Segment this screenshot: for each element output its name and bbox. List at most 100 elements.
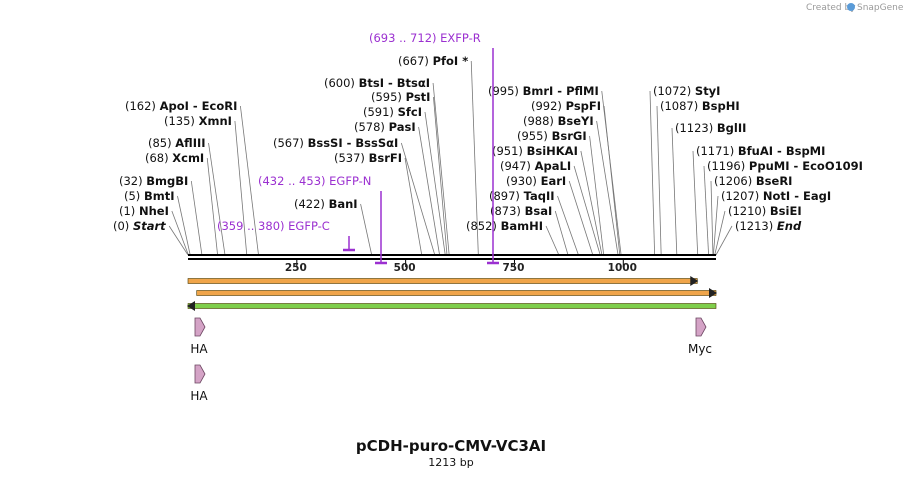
enzyme-name: BssSI (308, 136, 343, 150)
feature-ha[interactable]: HA (190, 317, 208, 356)
restriction-site[interactable]: (567) BssSI - BssSαI (273, 136, 398, 150)
restriction-site[interactable]: (135) XmnI (164, 114, 232, 128)
restriction-site[interactable]: (162) ApoI - EcoRI (125, 99, 237, 113)
restriction-site[interactable]: (897) TaqII (489, 189, 555, 203)
enzyme-name: End (777, 219, 802, 233)
enzyme-name-2: - PflMI (553, 84, 598, 98)
orf-arrow[interactable] (187, 301, 717, 311)
site-position: (537) (334, 151, 369, 165)
site-label: (1213) End (735, 219, 802, 233)
site-labels: (0) Start(1) NheI(5) BmtI(32) BmgBI (68) … (113, 54, 863, 233)
enzyme-name: BsaI (525, 204, 553, 218)
restriction-site[interactable]: (591) SfcI (363, 105, 422, 119)
restriction-site[interactable]: (68) XcmI (145, 151, 204, 165)
restriction-site[interactable]: (1) NheI (119, 204, 169, 218)
restriction-site[interactable]: (930) EarI (506, 174, 566, 188)
restriction-site[interactable]: (537) BsrFI (334, 151, 402, 165)
restriction-site[interactable]: (1072) StyI (653, 84, 720, 98)
primer-label: (432 .. 453) EGFP-N (258, 174, 371, 188)
cut-line (580, 150, 603, 256)
site-label: (995) BmrI - PflMI (488, 84, 599, 98)
orf-bar (187, 303, 717, 309)
ruler-tick-label: 1000 (608, 262, 637, 274)
restriction-site[interactable]: (578) PasI (354, 120, 416, 134)
feature-myc[interactable]: Myc (688, 317, 712, 356)
orf-arrow[interactable] (196, 288, 717, 298)
restriction-site[interactable]: (995) BmrI - PflMI (488, 84, 599, 98)
orf-arrow[interactable] (187, 276, 699, 286)
site-position: (595) (371, 90, 406, 104)
cut-line (692, 150, 699, 256)
site-position: (1171) (696, 144, 738, 158)
enzyme-name: PasI (389, 120, 416, 134)
restriction-site[interactable]: (1207) NotI - EagI (721, 189, 831, 203)
orf-arrowhead-icon (690, 276, 699, 286)
restriction-site[interactable]: (600) BtsI - BtsαI (324, 76, 430, 90)
restriction-site[interactable]: (1206) BseRI (714, 174, 792, 188)
site-position: (930) (506, 174, 541, 188)
cut-line (568, 180, 594, 256)
site-label: (32) BmgBI (119, 174, 188, 188)
primers: (359 .. 380) EGFP-C(432 .. 453) EGFP-N(6… (217, 31, 499, 265)
restriction-site[interactable]: (595) PstI (371, 90, 430, 104)
cut-line (557, 195, 579, 256)
site-label: (897) TaqII (489, 189, 555, 203)
primer[interactable]: (359 .. 380) EGFP-C (217, 219, 355, 252)
site-label: (85) AflIII (148, 136, 206, 150)
restriction-site[interactable]: (873) BsaI (490, 204, 552, 218)
feature-arrow-icon (194, 317, 206, 337)
restriction-site[interactable]: (422) BanI (294, 197, 358, 211)
enzyme-name: EarI (541, 174, 567, 188)
orfs (187, 276, 717, 311)
cut-line (712, 195, 719, 256)
restriction-site[interactable]: (1210) BsiEI (728, 204, 802, 218)
restriction-site[interactable]: (1087) BspHI (660, 99, 740, 113)
enzyme-name: PstI (406, 90, 431, 104)
site-position: (0) (113, 219, 133, 233)
enzyme-name: ApaLI (535, 159, 572, 173)
cut-line (714, 210, 726, 256)
enzyme-name: BseRI (756, 174, 793, 188)
restriction-site[interactable]: (85) AflIII (148, 136, 206, 150)
primer[interactable]: (693 .. 712) EXFP-R (369, 31, 499, 265)
enzyme-name: NheI (139, 204, 169, 218)
restriction-site[interactable]: (852) BamHI (466, 219, 543, 233)
enzyme-name: Start (133, 219, 166, 233)
site-position: (1123) (675, 121, 717, 135)
restriction-site[interactable]: (947) ApaLI (500, 159, 571, 173)
primer[interactable]: (432 .. 453) EGFP-N (258, 174, 387, 265)
restriction-site[interactable]: (992) PspFI (531, 99, 601, 113)
restriction-site[interactable]: (1123) BglII (675, 121, 746, 135)
site-label: (567) BssSI - BssSαI (273, 136, 398, 150)
orf-bar (187, 278, 698, 284)
enzyme-name: BsiEI (770, 204, 802, 218)
restriction-site[interactable]: (5) BmtI (124, 189, 174, 203)
restriction-site[interactable]: (1213) End (735, 219, 802, 233)
site-position: (873) (490, 204, 525, 218)
restriction-site[interactable]: (0) Start (113, 219, 166, 233)
enzyme-name: TaqII (524, 189, 555, 203)
site-position: (600) (324, 76, 359, 90)
restriction-site[interactable]: (1196) PpuMI - EcoO109I (707, 159, 863, 173)
site-label: (591) SfcI (363, 105, 422, 119)
enzyme-name-2: - EcoO109I (789, 159, 862, 173)
cut-line (703, 165, 709, 256)
site-label: (0) Start (113, 219, 166, 233)
site-label: (667) PfoI * (398, 54, 468, 68)
enzyme-name: XcmI (172, 151, 204, 165)
restriction-site[interactable]: (955) BsrGI (517, 129, 587, 143)
restriction-site[interactable]: (32) BmgBI (119, 174, 188, 188)
feature-ha[interactable]: HA (190, 364, 208, 403)
cut-line (404, 157, 423, 256)
restriction-site[interactable]: (988) BseYI (523, 114, 594, 128)
restriction-site[interactable]: (667) PfoI * (398, 54, 468, 68)
site-position: (32) (119, 174, 146, 188)
enzyme-name: AflIII (175, 136, 205, 150)
enzyme-name: BseYI (558, 114, 594, 128)
site-position: (951) (492, 144, 527, 158)
restriction-site[interactable]: (1171) BfuAI - BspMI (696, 144, 825, 158)
site-position: (1210) (728, 204, 770, 218)
cut-line (545, 225, 560, 256)
restriction-site[interactable]: (951) BsiHKAI (492, 144, 578, 158)
